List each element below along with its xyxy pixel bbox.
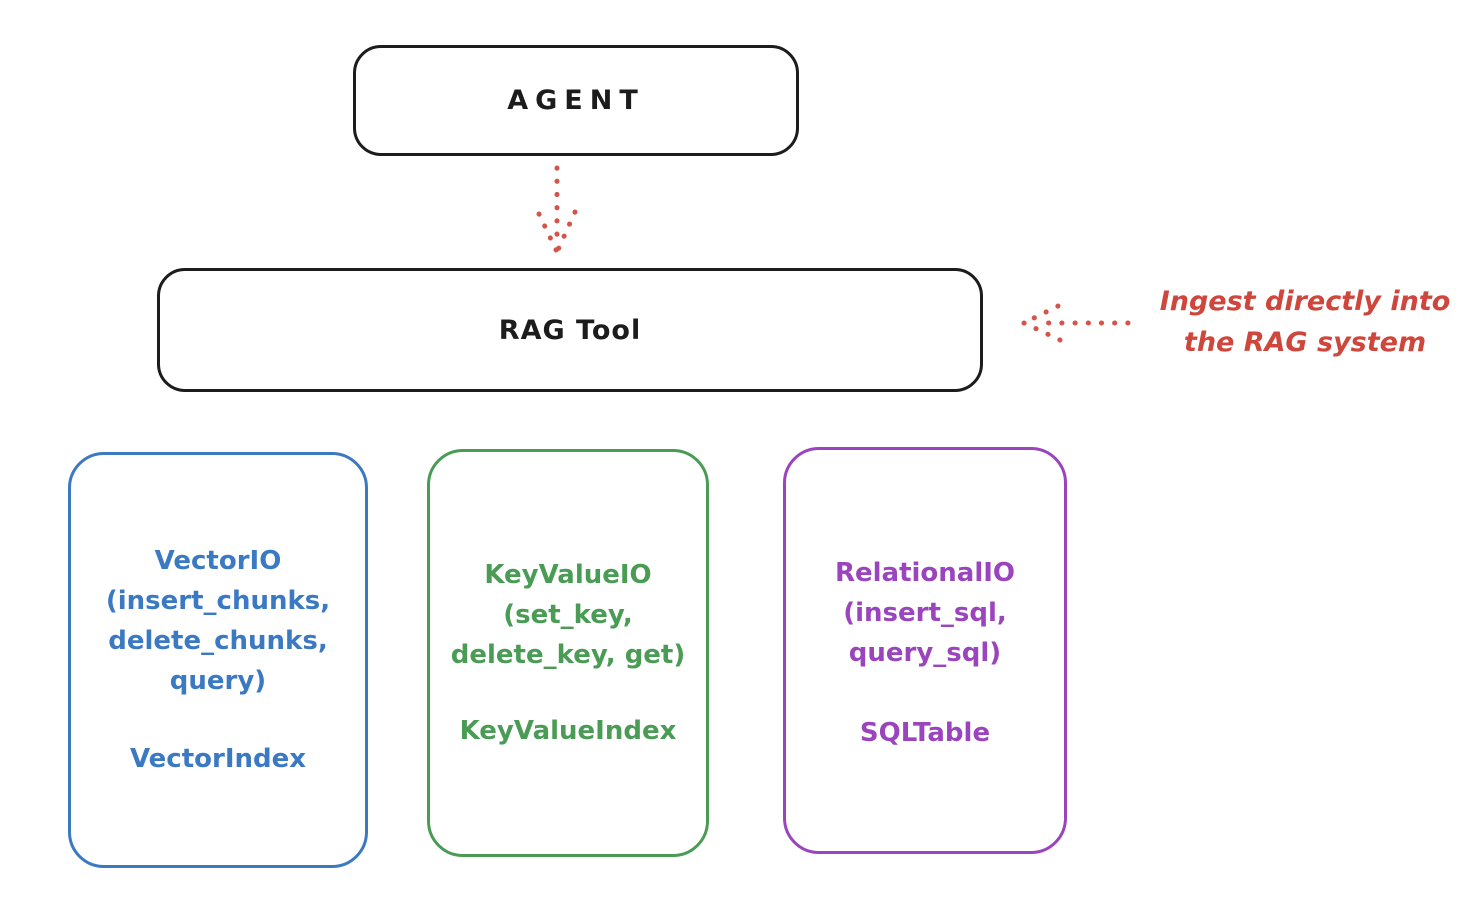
relational-io-signature: RelationalIO (insert_sql, query_sql) [835,553,1015,673]
vector-io-signature: VectorIO (insert_chunks, delete_chunks, … [106,541,330,701]
agent-to-rag-arrow [536,165,578,255]
keyvalue-io-line: (set_key, [503,600,633,630]
vector-io-line: VectorIO [154,546,282,576]
rag-tool-box-label: RAG Tool [498,314,642,346]
keyvalue-index-label: KeyValueIndex [459,716,677,746]
keyvalue-io-box: KeyValueIO (set_key, delete_key, get) Ke… [427,449,709,857]
keyvalue-io-signature: KeyValueIO (set_key, delete_key, get) [451,555,686,675]
vector-io-line: delete_chunks, [108,626,328,656]
annotation-to-rag-arrow [1021,303,1131,343]
ingest-annotation-line1: Ingest directly into [1159,286,1451,317]
vector-io-line: query) [169,666,267,696]
vector-index-label: VectorIndex [129,744,307,774]
ingest-annotation-line2: the RAG system [1183,327,1427,358]
relational-io-line: query_sql) [848,638,1002,668]
relational-io-line: RelationalIO [834,558,1016,588]
vector-io-line: (insert_chunks, [105,586,331,616]
relational-io-box: RelationalIO (insert_sql, query_sql) SQL… [783,447,1067,854]
vector-io-box: VectorIO (insert_chunks, delete_chunks, … [68,452,368,868]
agent-box: AGENT [353,45,799,156]
rag-tool-box: RAG Tool [157,268,983,392]
ingest-annotation: Ingest directly into the RAG system [1125,281,1484,363]
relational-io-line: (insert_sql, [843,598,1007,628]
sql-table-label: SQLTable [859,718,991,748]
agent-box-label: AGENT [507,85,645,116]
keyvalue-io-line: delete_key, get) [450,640,686,670]
keyvalue-io-line: KeyValueIO [484,560,652,590]
